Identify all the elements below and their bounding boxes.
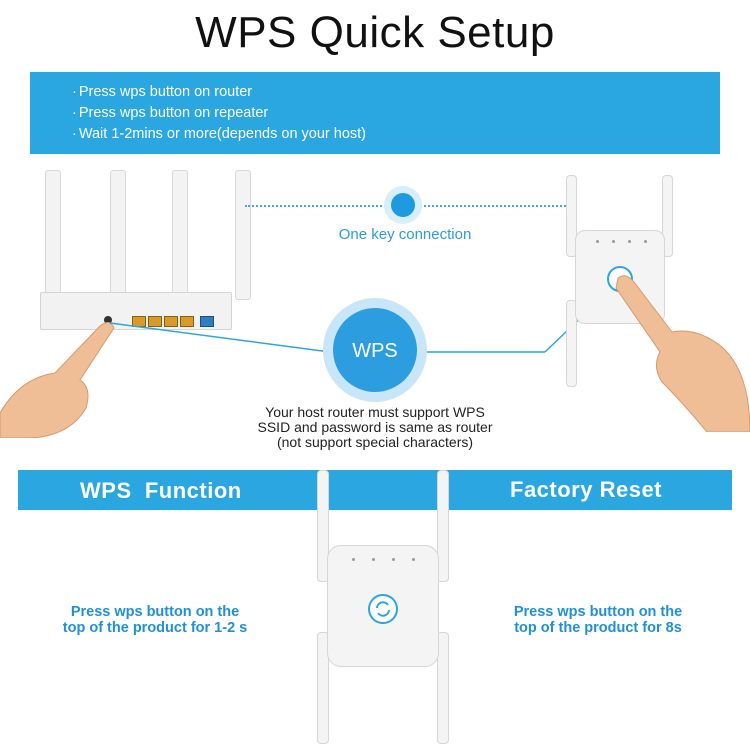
led-indicator (372, 558, 375, 561)
router-port (148, 316, 162, 327)
factory-reset-instruction: Press wps button on the top of the produ… (478, 604, 718, 636)
factory-reset-label: Factory Reset (510, 477, 663, 502)
note-line: (not support special characters) (276, 434, 474, 450)
wps-badge-label: WPS (352, 340, 398, 362)
led-indicator (392, 558, 395, 561)
instruction-line: Press wps button on the (513, 604, 683, 620)
repeater-antenna (566, 175, 577, 257)
step-item: Wait 1-2mins or more(depends on your hos… (72, 124, 720, 145)
wps-arrows-icon (376, 601, 390, 617)
router-port (164, 316, 178, 327)
note-line: Your host router must support WPS (265, 404, 485, 420)
wps-function-instruction: Press wps button on the top of the produ… (35, 604, 275, 636)
led-indicator (644, 240, 647, 243)
led-indicator (628, 240, 631, 243)
router-antenna (235, 170, 251, 300)
one-key-label: One key connection (338, 226, 472, 243)
led-indicator (352, 558, 355, 561)
hand-icon (615, 275, 750, 432)
instruction-line: top of the product for 1-2 s (62, 620, 248, 636)
router-wps-button (104, 316, 112, 324)
steps-banner: Press wps button on router Press wps but… (30, 72, 720, 154)
note-line: SSID and password is same as router (257, 419, 493, 435)
repeater-antenna (317, 470, 329, 582)
function-band (18, 470, 732, 510)
repeater-antenna (566, 300, 577, 387)
repeater-antenna (437, 470, 449, 582)
wps-function-label: WPS Function (80, 478, 242, 503)
steps-list: Press wps button on router Press wps but… (30, 72, 720, 145)
instruction-line: Press wps button on the (70, 604, 240, 620)
wps-badge-circle (333, 308, 417, 392)
step-item: Press wps button on repeater (72, 103, 720, 124)
router-port (180, 316, 194, 327)
wps-button-icon (368, 594, 398, 624)
step-item: Press wps button on router (72, 82, 720, 103)
repeater-antenna (662, 175, 673, 257)
repeater-antenna (317, 632, 329, 744)
router-wan-port (200, 316, 214, 327)
requirements-note: Your host router must support WPS SSID a… (200, 405, 550, 450)
page-title: WPS Quick Setup (195, 8, 555, 57)
hand-icon (0, 322, 115, 438)
instruction-line: top of the product for 8s (514, 620, 682, 636)
connection-dot (391, 193, 415, 217)
led-indicator (612, 240, 615, 243)
repeater-antenna (437, 632, 449, 744)
led-indicator (596, 240, 599, 243)
led-indicator (412, 558, 415, 561)
